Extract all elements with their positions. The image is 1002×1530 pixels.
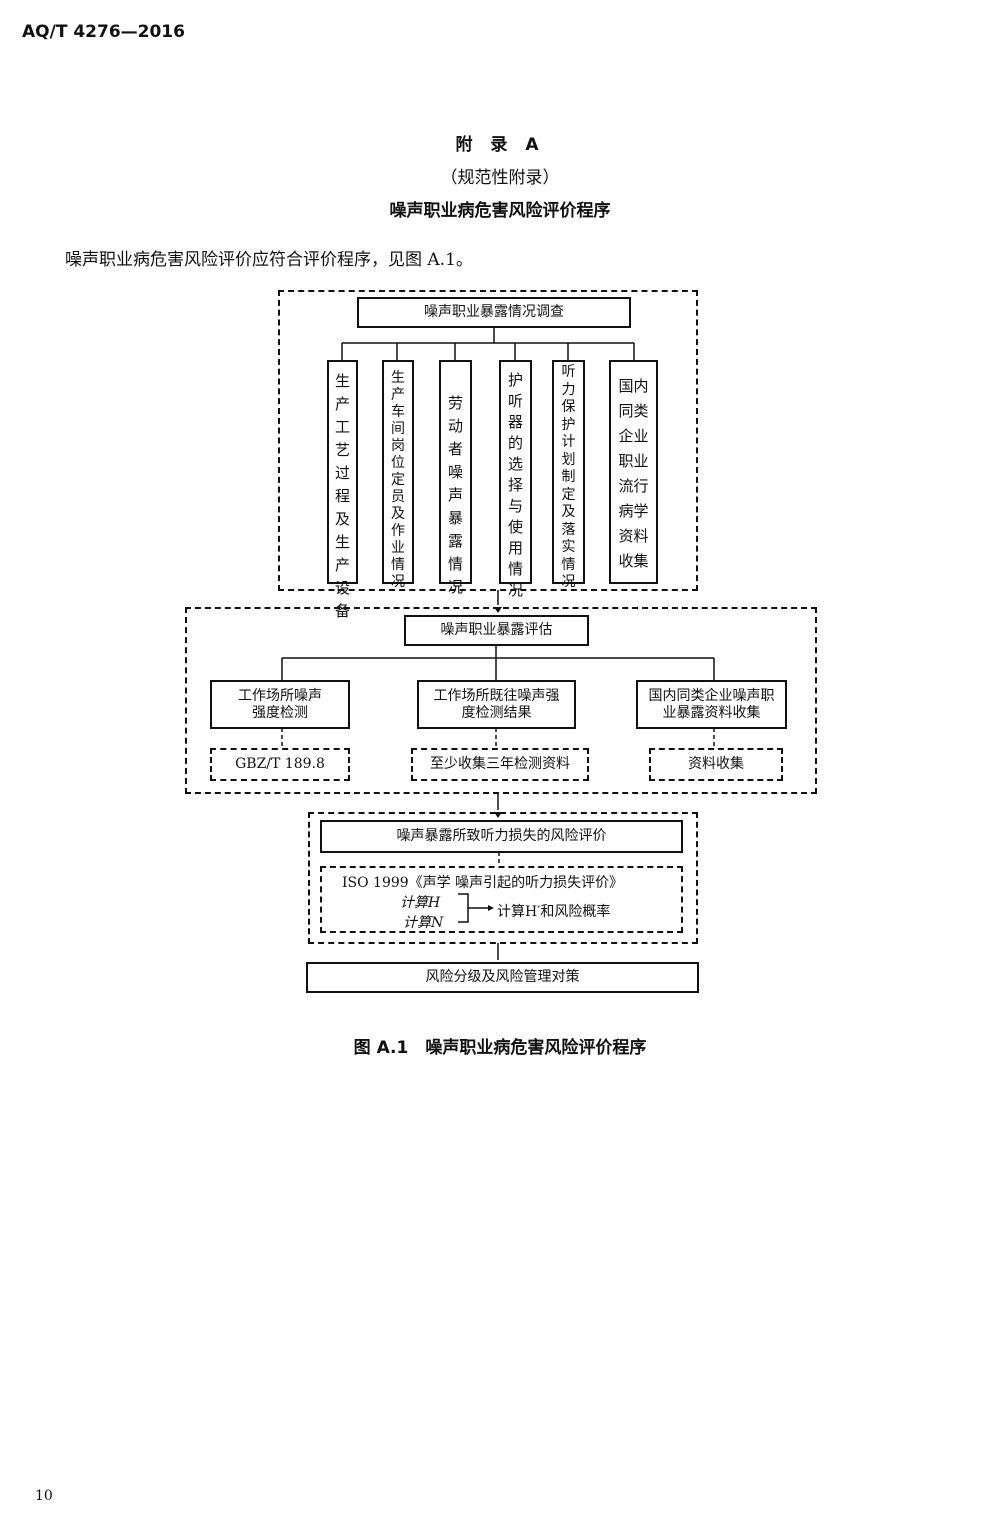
source-box: 资料收集: [649, 748, 783, 781]
assessment-group: [185, 607, 817, 794]
survey-item-text: 听力保护计划制定及落实情况: [561, 364, 576, 590]
survey-item-text: 护听器的选择与使用情况: [507, 371, 523, 599]
survey-item-text: 劳动者噪声暴露情况: [447, 394, 463, 596]
survey-item-box: 生产工艺过程及生产设备: [327, 360, 358, 620]
survey-item-box: 国内同类企业职业流行病学资料收集: [609, 360, 658, 584]
assessment-item-text: 国内同类企业噪声职业暴露资料收集: [648, 687, 775, 721]
source-box: 至少收集三年检测资料: [411, 748, 589, 781]
survey-title-box: 噪声职业暴露情况调查: [357, 297, 631, 328]
body-paragraph: 噪声职业病危害风险评价应符合评价程序，见图 A.1。: [65, 250, 473, 270]
survey-item-text: 生产车间岗位定员及作业情况: [391, 370, 405, 590]
risk-method-box: [320, 866, 683, 933]
appendix-type: （规范性附录）: [440, 168, 560, 188]
assessment-item-box: 工作场所噪声强度检测: [210, 680, 350, 729]
assessment-item-box: 国内同类企业噪声职业暴露资料收集: [636, 680, 787, 729]
survey-group: [278, 290, 698, 591]
figure-caption: 图 A.1 噪声职业病危害风险评价程序: [353, 1038, 647, 1058]
source-box: GBZ/T 189.8: [210, 748, 350, 781]
survey-item-box: 生产车间岗位定员及作业情况: [382, 360, 414, 590]
page-number: 10: [35, 1488, 53, 1504]
assessment-item-text: 工作场所既往噪声强度检测结果: [433, 687, 560, 721]
risk-title-box: 噪声暴露所致听力损失的风险评价: [320, 820, 683, 853]
calc-n: 计算N: [403, 915, 444, 931]
assessment-item-box: 工作场所既往噪声强度检测结果: [417, 680, 576, 729]
calc-result: 计算H′和风险概率: [497, 904, 611, 920]
survey-item-box: 听力保护计划制定及落实情况: [552, 360, 585, 590]
risk-group: [308, 812, 698, 944]
survey-item-box: 劳动者噪声暴露情况: [439, 360, 472, 596]
risk-standard: ISO 1999《声学 噪声引起的听力损失评价》: [342, 875, 624, 891]
final-box: 风险分级及风险管理对策: [306, 962, 699, 993]
calc-h: 计算H: [400, 895, 441, 911]
standard-code: AQ/T 4276—2016: [22, 22, 185, 42]
assessment-title-box: 噪声职业暴露评估: [404, 615, 589, 646]
survey-item-text: 生产工艺过程及生产设备: [334, 372, 350, 620]
survey-item-box: 护听器的选择与使用情况: [499, 360, 532, 599]
assessment-item-text: 工作场所噪声强度检测: [238, 687, 322, 721]
appendix-name: 噪声职业病危害风险评价程序: [389, 201, 611, 221]
survey-item-text: 国内同类企业职业流行病学资料收集: [618, 377, 649, 570]
appendix-title: 附 录 A: [455, 135, 545, 155]
